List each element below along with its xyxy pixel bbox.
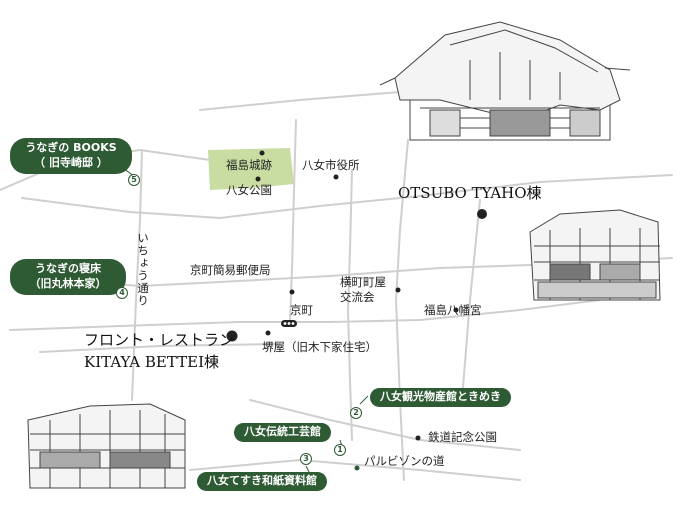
road-main xyxy=(9,299,601,331)
marker-city-hall xyxy=(333,174,339,180)
badge-4: 4 xyxy=(116,287,128,299)
road-vertical-5 xyxy=(461,199,481,401)
spot-unagi-books[interactable]: うなぎの BOOKS （ 旧寺崎邸 ） xyxy=(10,138,132,174)
label-ichou-dori: いちょう通り xyxy=(136,232,150,307)
marker-front xyxy=(226,330,238,342)
spot-unagi-shindoko-name: うなぎの寝床 xyxy=(35,262,101,275)
road-vertical-3 xyxy=(346,169,353,441)
road-lower xyxy=(39,343,281,353)
label-hachimangu: 福島八幡宮 xyxy=(424,303,482,317)
road-upper xyxy=(21,174,673,220)
spot-tokimeki[interactable]: 八女観光物産館ときめき xyxy=(370,388,511,407)
roads xyxy=(0,91,673,481)
label-otsubo: OTSUBO TYAHO棟 xyxy=(398,184,542,202)
marker-fukushima-castle xyxy=(259,150,265,156)
road-top-left xyxy=(199,91,401,111)
label-yokomachi-1: 横町町屋 xyxy=(340,275,386,289)
label-railway-park: 鉄道記念公園 xyxy=(428,430,497,444)
marker-yame-park xyxy=(255,176,261,182)
marker-parubizon xyxy=(354,465,360,471)
marker-hachimangu xyxy=(453,307,459,313)
spot-unagi-books-sub: （ 旧寺崎邸 ） xyxy=(34,155,108,169)
label-post-office: 京町簡易郵便局 xyxy=(190,263,271,277)
townhouse-illustration-middle xyxy=(529,209,661,301)
markers xyxy=(226,150,487,471)
spot-unagi-books-name: うなぎの BOOKS xyxy=(25,141,117,154)
road-bottom xyxy=(189,458,521,481)
townhouse-illustration-bottom xyxy=(27,403,186,489)
badge-3: 3 xyxy=(300,453,312,465)
marker-sakaiya xyxy=(265,330,271,336)
spot-tesuki-washi[interactable]: 八女てすき和紙資料館 xyxy=(197,472,327,491)
road-vertical-4 xyxy=(394,139,409,481)
label-sakaiya: 堺屋（旧木下家住宅） xyxy=(262,340,377,354)
road-vertical-1 xyxy=(131,149,143,401)
label-city-hall: 八女市役所 xyxy=(302,158,360,172)
marker-kyomachi xyxy=(281,320,297,327)
label-kitaya-bettei: KITAYA BETTEI棟 xyxy=(84,353,220,371)
label-yokomachi-2: 交流会 xyxy=(340,290,375,304)
spot-unagi-shindoko[interactable]: うなぎの寝床 （旧丸林本家） xyxy=(10,259,126,295)
road-lower-diag xyxy=(249,399,521,451)
road-vertical-2 xyxy=(289,119,297,323)
badge-5: 5 xyxy=(128,174,140,186)
park-area xyxy=(208,148,294,190)
spot-unagi-shindoko-sub: （旧丸林本家） xyxy=(29,276,107,290)
townhouse-illustration-top xyxy=(379,21,631,141)
badge-1: 1 xyxy=(334,444,346,456)
badge-2: 2 xyxy=(350,407,362,419)
label-parubizon: パルビゾンの道 xyxy=(364,454,445,468)
label-front-restaurant: フロント・レストラン xyxy=(84,331,235,349)
label-yame-park: 八女公園 xyxy=(226,183,272,197)
marker-railway-park xyxy=(415,435,421,441)
marker-yokomachi xyxy=(395,287,401,293)
label-fukushima-castle: 福島城跡 xyxy=(226,158,272,172)
label-kyomachi: 京町 xyxy=(290,303,313,317)
marker-otsubo xyxy=(477,209,487,219)
spot-dentou-kougeikan[interactable]: 八女伝統工芸館 xyxy=(234,423,331,442)
marker-post-office xyxy=(289,289,295,295)
